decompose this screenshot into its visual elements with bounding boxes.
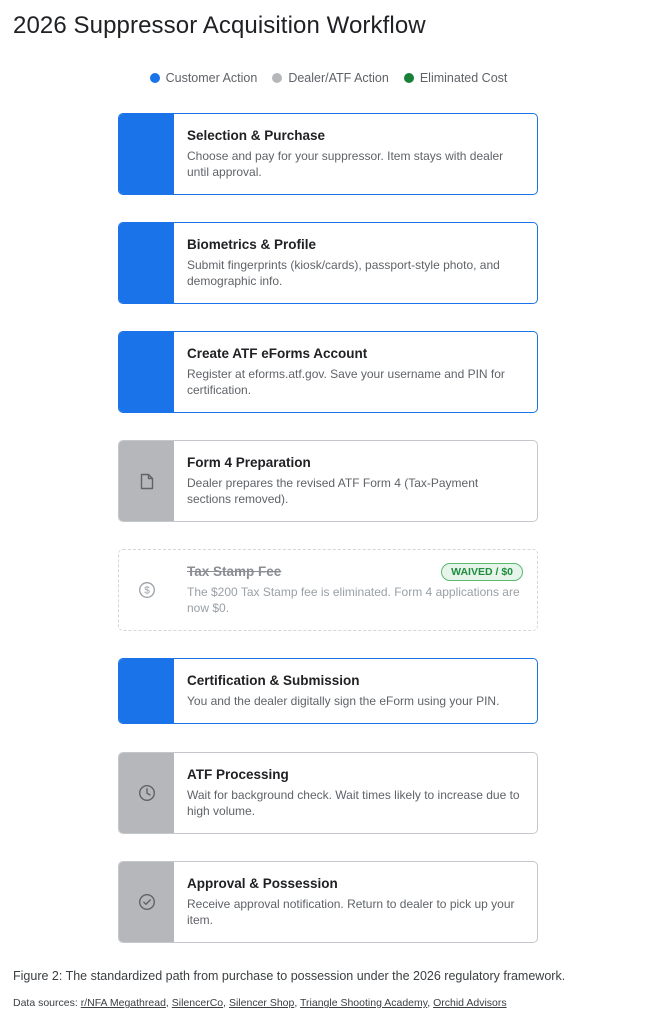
step-marker-eliminated: $ xyxy=(119,550,174,630)
step-title: Create ATF eForms Account xyxy=(187,346,368,361)
step-card-tax-stamp-fee: $ Tax Stamp Fee The $200 Tax Stamp fee i… xyxy=(118,549,538,631)
step-description: Choose and pay for your suppressor. Item… xyxy=(187,149,504,179)
step-marker-customer xyxy=(119,223,174,303)
legend: Customer Action Dealer/ATF Action Elimin… xyxy=(0,71,657,85)
source-link-triangle-shooting-academy[interactable]: Triangle Shooting Academy xyxy=(300,997,428,1009)
step-card-create-eforms-account: Create ATF eForms Account Register at ef… xyxy=(118,331,538,413)
step-marker-customer xyxy=(119,659,174,723)
legend-label-dealer: Dealer/ATF Action xyxy=(288,71,389,85)
sources-label: Data sources: xyxy=(13,997,78,1009)
source-link-nfa-megathread[interactable]: r/NFA Megathread xyxy=(80,997,166,1009)
step-description: Dealer prepares the revised ATF Form 4 (… xyxy=(187,476,479,506)
legend-label-customer: Customer Action xyxy=(165,71,258,85)
legend-item-eliminated: Eliminated Cost xyxy=(403,71,508,85)
step-description: You and the dealer digitally sign the eF… xyxy=(187,694,500,708)
svg-text:$: $ xyxy=(144,586,150,597)
step-card-certification-submission: Certification & Submission You and the d… xyxy=(118,658,538,724)
page-title: 2026 Suppressor Acquisition Workflow xyxy=(13,12,426,39)
step-marker-customer xyxy=(119,114,174,194)
step-marker-dealer xyxy=(119,753,174,833)
legend-dot-customer xyxy=(149,73,160,83)
step-title: Approval & Possession xyxy=(187,876,338,891)
step-title: ATF Processing xyxy=(187,767,289,782)
step-title: Tax Stamp Fee xyxy=(187,564,282,579)
step-title: Biometrics & Profile xyxy=(187,237,317,252)
source-link-orchid-advisors[interactable]: Orchid Advisors xyxy=(433,997,507,1009)
legend-item-customer: Customer Action xyxy=(149,71,258,85)
step-marker-dealer xyxy=(119,441,174,521)
source-link-silencerco[interactable]: SilencerCo xyxy=(171,997,224,1009)
step-title: Selection & Purchase xyxy=(187,128,326,143)
legend-dot-dealer xyxy=(272,73,283,83)
legend-item-dealer: Dealer/ATF Action xyxy=(272,71,389,85)
step-title: Form 4 Preparation xyxy=(187,455,311,470)
data-sources: Data sources: r/NFA Megathread, Silencer… xyxy=(13,997,507,1009)
step-marker-dealer xyxy=(119,862,174,942)
step-description: Wait for background check. Wait times li… xyxy=(187,788,520,818)
step-description: Register at eforms.atf.gov. Save your us… xyxy=(187,367,505,397)
figure-caption: Figure 2: The standardized path from pur… xyxy=(13,969,566,983)
document-icon xyxy=(140,473,154,490)
legend-dot-eliminated xyxy=(403,73,414,83)
step-card-atf-processing: ATF Processing Wait for background check… xyxy=(118,752,538,834)
source-link-silencer-shop[interactable]: Silencer Shop xyxy=(228,997,295,1009)
legend-label-eliminated: Eliminated Cost xyxy=(419,71,508,85)
step-card-form4-preparation: Form 4 Preparation Dealer prepares the r… xyxy=(118,440,538,522)
step-title: Certification & Submission xyxy=(187,673,360,688)
step-card-approval-possession: Approval & Possession Receive approval n… xyxy=(118,861,538,943)
step-card-biometrics-profile: Biometrics & Profile Submit fingerprints… xyxy=(118,222,538,304)
clock-icon xyxy=(138,784,156,802)
check-circle-icon xyxy=(138,893,156,911)
step-marker-customer xyxy=(119,332,174,412)
step-card-selection-purchase: Selection & Purchase Choose and pay for … xyxy=(118,113,538,195)
waived-badge: WAIVED / $0 xyxy=(441,563,523,581)
dollar-icon: $ xyxy=(138,581,156,599)
step-description: The $200 Tax Stamp fee is eliminated. Fo… xyxy=(187,585,520,615)
step-description: Receive approval notification. Return to… xyxy=(187,897,515,927)
step-description: Submit fingerprints (kiosk/cards), passp… xyxy=(187,258,500,288)
